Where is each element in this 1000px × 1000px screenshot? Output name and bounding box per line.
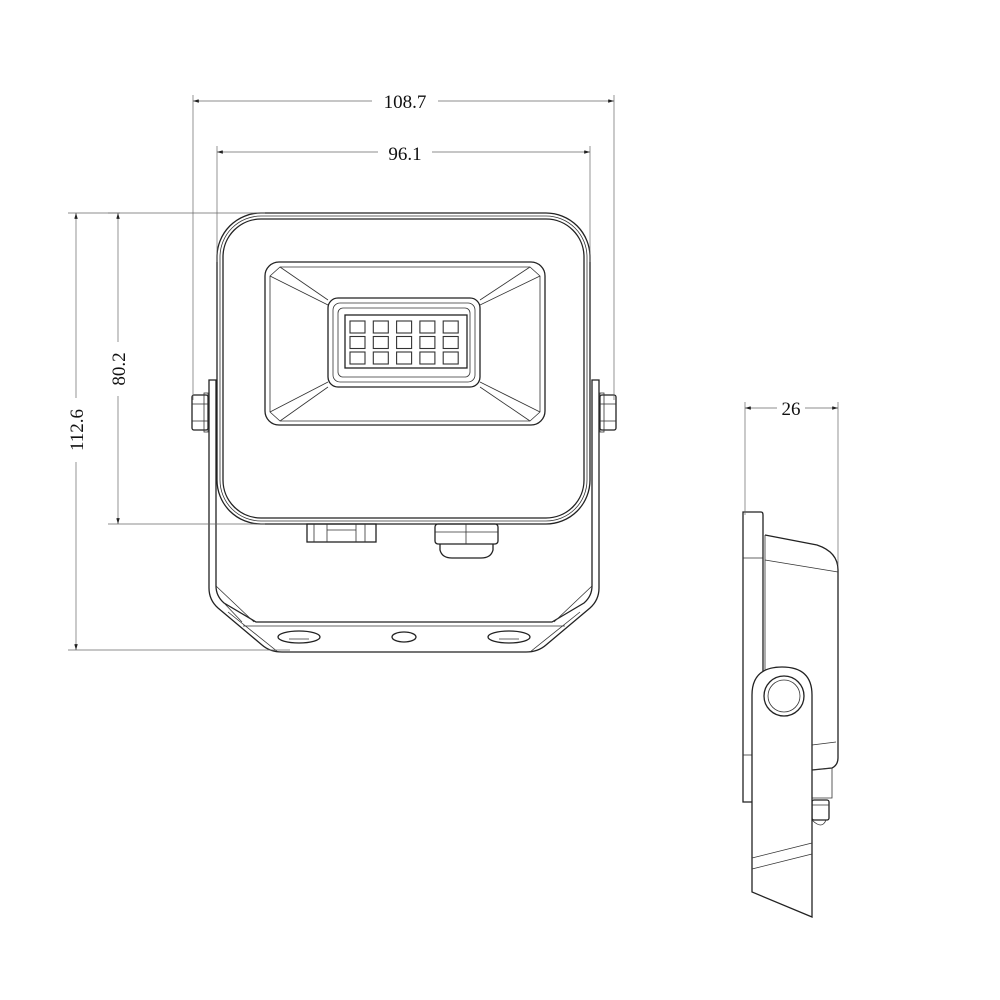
dimension-depth: 26 <box>744 396 839 565</box>
led-chip <box>419 351 436 365</box>
right-bolt <box>599 392 617 433</box>
dimension-overall-width: 108.7 <box>192 88 615 400</box>
led-chip <box>419 320 436 334</box>
dimension-overall-height: 112.6 <box>65 212 290 651</box>
left-bolt <box>191 392 209 433</box>
led-chip <box>349 335 366 350</box>
dimension-label-housing-width: 96.1 <box>388 144 421 165</box>
terminal-block <box>306 523 377 543</box>
reflector-window <box>264 261 546 426</box>
dimension-housing-height: 80.2 <box>107 212 265 525</box>
led-module <box>327 297 481 388</box>
led-chip <box>396 320 413 334</box>
led-chip <box>442 335 459 350</box>
led-chip <box>442 320 459 334</box>
led-chip <box>372 351 389 365</box>
cable-gland <box>434 523 499 559</box>
side-view <box>742 511 839 918</box>
led-chip <box>396 335 413 350</box>
led-chip <box>372 335 389 350</box>
mounting-holes <box>277 630 531 644</box>
dimension-label-overall-width: 108.7 <box>384 92 427 113</box>
led-chip <box>442 351 459 365</box>
led-chip <box>396 351 413 365</box>
dimension-label-overall-height: 112.6 <box>67 409 88 451</box>
dimension-label-housing-height: 80.2 <box>109 352 130 385</box>
led-array <box>349 320 459 365</box>
dimension-label-depth: 26 <box>782 399 801 420</box>
dimension-housing-width: 96.1 <box>216 140 591 262</box>
led-chip <box>349 351 366 365</box>
led-chip <box>372 320 389 334</box>
front-view <box>191 212 617 653</box>
led-chip <box>419 335 436 350</box>
mounting-bracket <box>208 379 600 653</box>
led-chip <box>349 320 366 334</box>
